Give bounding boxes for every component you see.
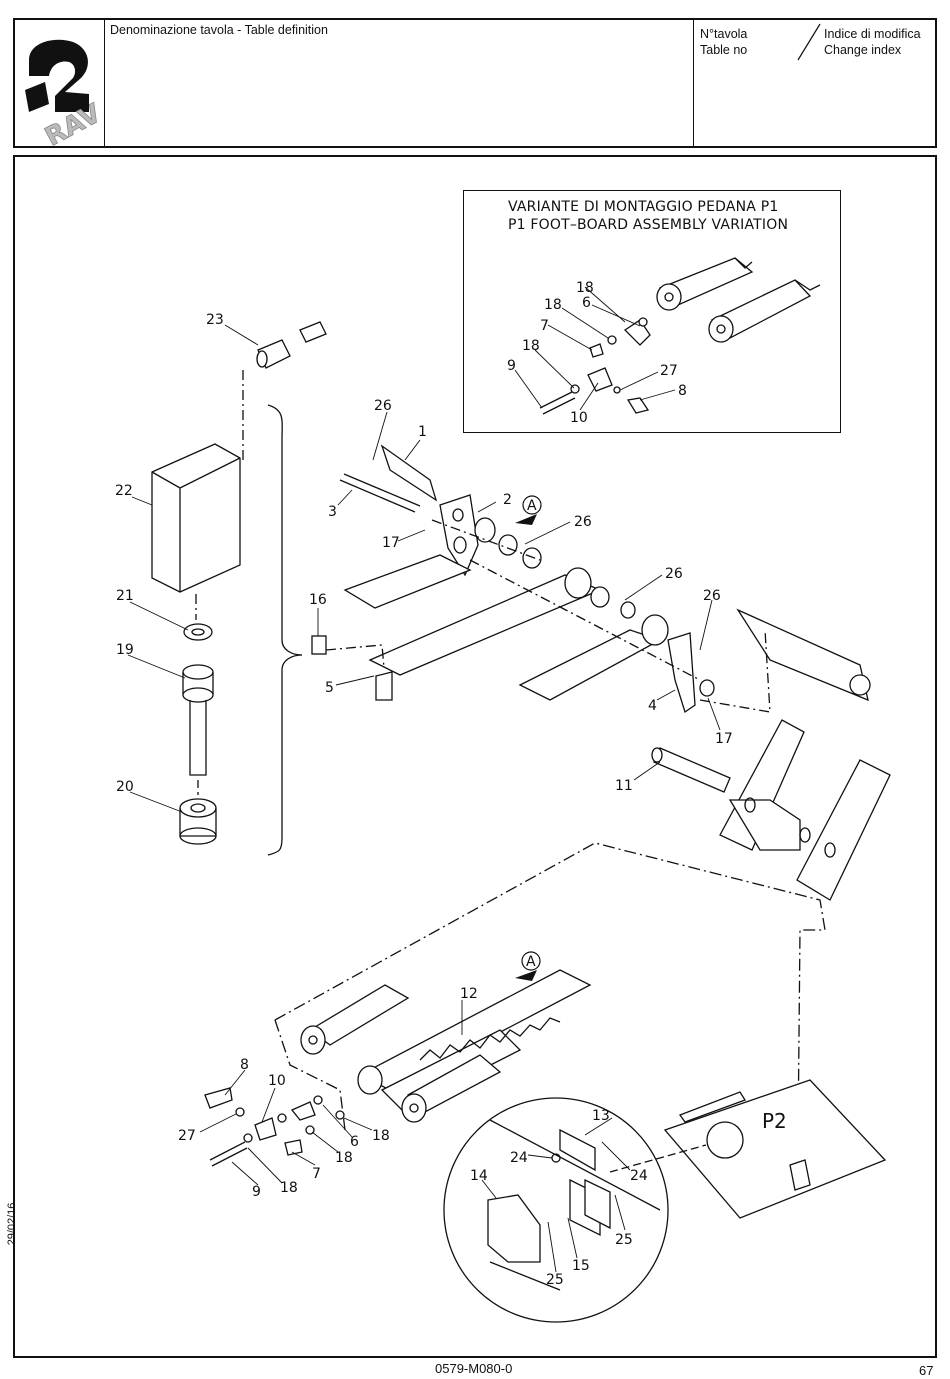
change-index-label-en: Change index bbox=[824, 43, 902, 57]
revision-date: 29/02/16 bbox=[6, 1202, 18, 1246]
inset-callout-18c: 18 bbox=[522, 338, 540, 354]
callout-12: 12 bbox=[460, 986, 478, 1002]
inset-callout-6: 6 bbox=[582, 295, 591, 311]
detail-parts bbox=[487, 1119, 661, 1291]
callout-25b: 25 bbox=[615, 1232, 633, 1248]
callout-24: 24 bbox=[510, 1150, 528, 1166]
callout-11: 11 bbox=[615, 778, 633, 794]
inset-title-it: VARIANTE DI MONTAGGIO PEDANA P1 bbox=[508, 199, 779, 215]
part-16 bbox=[311, 635, 327, 655]
callout-26d: 26 bbox=[703, 588, 721, 604]
upper-assembly bbox=[311, 444, 871, 714]
callout-25: 25 bbox=[546, 1272, 564, 1288]
callout-4: 4 bbox=[648, 698, 657, 714]
logo-cell: RAV bbox=[15, 20, 106, 153]
inset-callout-18b: 18 bbox=[544, 297, 562, 313]
title-block: RAV Denominazione tavola - Table definit… bbox=[13, 18, 937, 153]
callout-26: 26 bbox=[374, 398, 392, 414]
callout-8: 8 bbox=[240, 1057, 249, 1073]
slash-divider bbox=[797, 23, 821, 61]
callout-18b: 18 bbox=[335, 1150, 353, 1166]
footboard-p2 bbox=[663, 1079, 887, 1219]
shaft-11 bbox=[651, 747, 731, 793]
lower-assembly bbox=[300, 969, 592, 1123]
construction-lines-upper bbox=[325, 519, 771, 713]
bushing-20 bbox=[179, 798, 217, 845]
inset-callout-27: 27 bbox=[660, 363, 678, 379]
frame-arms bbox=[719, 719, 891, 901]
table-number-cell: N°tavola Table no Indice di modifica Cha… bbox=[694, 20, 935, 146]
inset-callout-10: 10 bbox=[570, 410, 588, 426]
inset-small-parts bbox=[539, 317, 651, 415]
view-marker-a-upper: A bbox=[515, 495, 542, 525]
callout-2: 2 bbox=[503, 492, 512, 508]
page-number: 67 bbox=[919, 1363, 934, 1378]
callout-17b: 17 bbox=[715, 731, 733, 747]
inset-title-en: P1 FOOT–BOARD ASSEMBLY VARIATION bbox=[508, 217, 789, 233]
pin-19 bbox=[182, 664, 214, 776]
plane-outline bbox=[274, 842, 826, 1141]
callout-1: 1 bbox=[418, 424, 427, 440]
inset-callout-8: 8 bbox=[678, 383, 687, 399]
callout-7: 7 bbox=[312, 1166, 321, 1182]
drawing-code: 0579-M080-0 bbox=[435, 1361, 513, 1376]
callout-14: 14 bbox=[470, 1168, 488, 1184]
callout-15: 15 bbox=[572, 1258, 590, 1274]
callout-26c: 26 bbox=[665, 566, 683, 582]
detail-label-p2: P2 bbox=[762, 1109, 787, 1133]
callout-9: 9 bbox=[252, 1184, 261, 1200]
callout-26b: 26 bbox=[574, 514, 592, 530]
callout-17: 17 bbox=[382, 535, 400, 551]
inset-callout-18: 18 bbox=[576, 280, 594, 296]
assembly-brace bbox=[267, 404, 303, 856]
drawing-frame bbox=[13, 155, 937, 1358]
assembly-variation-inset: VARIANTE DI MONTAGGIO PEDANA P1 P1 FOOT–… bbox=[463, 190, 841, 433]
callout-18c: 18 bbox=[372, 1128, 390, 1144]
callout-18: 18 bbox=[280, 1180, 298, 1196]
block-22 bbox=[151, 443, 241, 593]
callout-23: 23 bbox=[206, 312, 224, 328]
callout-5: 5 bbox=[325, 680, 334, 696]
table-no-label-en: Table no bbox=[700, 43, 748, 57]
callout-22: 22 bbox=[115, 483, 133, 499]
callout-21: 21 bbox=[116, 588, 134, 604]
callout-16: 16 bbox=[309, 592, 327, 608]
callout-10: 10 bbox=[268, 1073, 286, 1089]
callout-27: 27 bbox=[178, 1128, 196, 1144]
callout-3: 3 bbox=[328, 504, 337, 520]
table-definition-label: Denominazione tavola - Table definition bbox=[110, 23, 328, 37]
fitting-23 bbox=[256, 321, 327, 369]
callout-13: 13 bbox=[592, 1108, 610, 1124]
rav-logo: RAV bbox=[25, 39, 106, 153]
callout-24b: 24 bbox=[630, 1168, 648, 1184]
callout-19: 19 bbox=[116, 642, 134, 658]
callout-numbers: 23 26 1 22 3 2 17 26 26 26 21 16 19 5 4 … bbox=[115, 280, 787, 1288]
view-marker-a-lower: A bbox=[515, 951, 541, 981]
leader-lines bbox=[127, 286, 721, 1273]
svg-text:A: A bbox=[526, 954, 536, 970]
lower-small-parts bbox=[204, 1087, 345, 1167]
inset-callout-9: 9 bbox=[507, 358, 516, 374]
table-definition-cell: Denominazione tavola - Table definition bbox=[105, 20, 694, 146]
callout-6: 6 bbox=[350, 1134, 359, 1150]
change-index-label-it: Indice di modifica bbox=[824, 27, 921, 41]
inset-rollers bbox=[656, 257, 821, 343]
inset-callout-7: 7 bbox=[540, 318, 549, 334]
table-no-label-it: N°tavola bbox=[700, 27, 748, 41]
callout-20: 20 bbox=[116, 779, 134, 795]
washer-21 bbox=[183, 623, 213, 641]
svg-text:A: A bbox=[527, 498, 537, 514]
